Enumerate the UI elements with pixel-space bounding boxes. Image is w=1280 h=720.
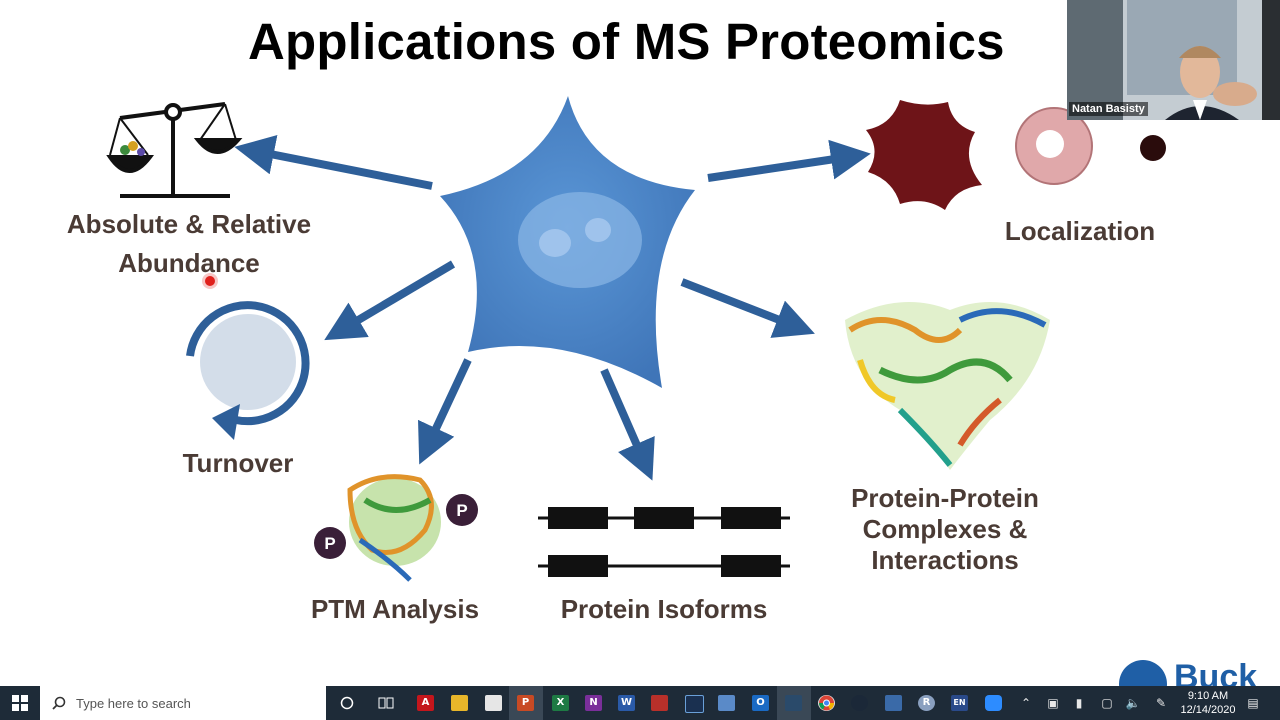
file-explorer-icon[interactable] [451,695,468,711]
word-icon[interactable]: W [618,695,635,711]
windows-taskbar: Type here to search A P X N W O R EN ⌃ ▣… [0,686,1280,720]
search-icon [52,696,66,710]
ppi-complex-graphic [845,302,1050,470]
cell-graphic [440,96,695,388]
zoom-icon[interactable] [985,695,1002,711]
task-view-icon[interactable] [372,686,400,720]
label-turnover: Turnover [182,448,294,478]
video-frame [1067,0,1280,120]
tray-pen-icon[interactable]: ✎ [1155,696,1167,710]
acrobat-icon[interactable]: A [417,695,434,711]
notification-center-icon[interactable]: ▤ [1247,696,1259,710]
ptm-badge-2: P [324,534,335,553]
slide-title: Applications of MS Proteomics [248,13,1005,70]
tray-device-icon[interactable]: ▣ [1047,696,1059,710]
steam-icon[interactable] [851,695,868,711]
language-icon[interactable]: EN [951,695,968,711]
scale-graphic [106,102,243,198]
buck-logo-mark [1119,660,1167,686]
app-red-icon[interactable] [651,695,668,711]
excel-icon[interactable]: X [552,695,569,711]
outlook-icon[interactable]: O [752,695,769,711]
label-ptm: PTM Analysis [310,594,480,624]
tray-volume-icon[interactable]: 🔈 [1125,696,1141,710]
localization-graphic [866,100,1166,210]
taskbar-clock[interactable]: 9:10 AM 12/14/2020 [1178,689,1238,717]
tray-battery-icon[interactable]: ▮ [1075,696,1083,710]
powerpoint-icon[interactable]: P [517,695,534,711]
onenote-icon[interactable]: N [585,695,602,711]
taskbar-search[interactable]: Type here to search [40,686,326,720]
laser-pointer [205,276,215,286]
clock-time: 9:10 AM [1187,690,1229,702]
clock-date: 12/14/2020 [1180,704,1236,716]
label-abundance: Absolute & Relative Abundance [66,209,312,278]
r-icon[interactable]: R [918,695,935,711]
start-button[interactable] [0,686,40,720]
tray-network-icon[interactable]: ▢ [1101,696,1113,710]
turnover-graphic [186,301,310,440]
chrome-icon[interactable] [818,695,835,711]
store-icon[interactable] [485,695,502,711]
app-window-icon[interactable] [785,695,802,711]
presentation-slide: Applications of MS Proteomics [66,13,1258,686]
ptm-protein-graphic [314,474,478,582]
windows-logo-icon [12,695,28,711]
tray-chevron-icon[interactable]: ⌃ [1020,696,1032,710]
buck-logo-text: Buck [1174,660,1258,686]
ptm-badge-1: P [456,501,467,520]
participant-name: Natan Basisty [1069,102,1148,116]
arrows [234,135,871,481]
isoforms-graphic [538,507,790,577]
cortana-icon[interactable] [334,686,360,720]
participant-video-tile[interactable]: Natan Basisty [1067,0,1280,120]
app-dark-icon[interactable] [685,695,704,713]
label-localization: Localization [1004,216,1156,246]
label-isoforms: Protein Isoforms [560,594,768,624]
scale-proteins [120,141,145,156]
label-ppi: Protein-Protein Complexes & Interactions [851,483,1039,575]
app-people-icon[interactable] [885,695,902,711]
slide-illustration: P P [106,96,1167,686]
app-blue-icon[interactable] [718,695,735,711]
search-placeholder: Type here to search [76,695,191,711]
